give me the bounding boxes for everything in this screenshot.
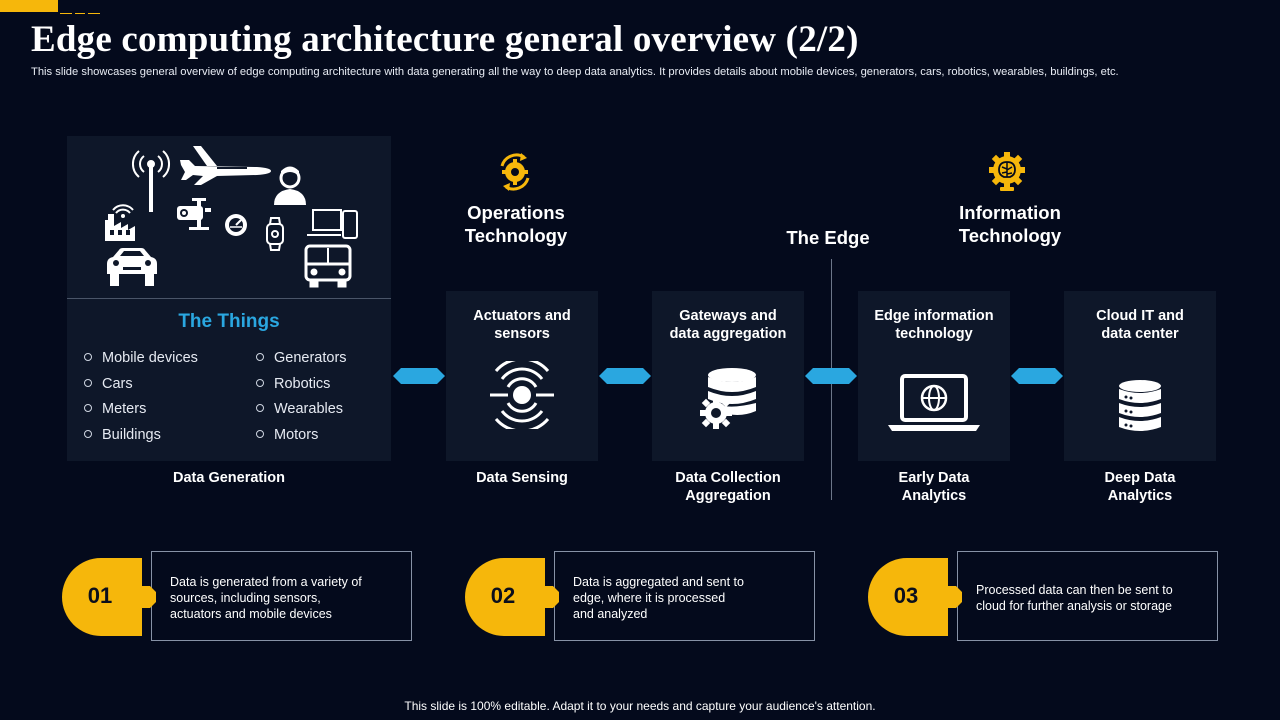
bullet-icon bbox=[256, 379, 264, 388]
list-item: Generators bbox=[256, 350, 347, 366]
stage-card-edge-it: Edge information technology bbox=[858, 291, 1010, 461]
top-accent-dash bbox=[88, 13, 100, 14]
laptop-phone-icon bbox=[307, 209, 358, 239]
note-badge-01 bbox=[62, 558, 156, 636]
list-item: Meters bbox=[84, 401, 146, 417]
note-badge-03 bbox=[868, 558, 962, 636]
bullet-icon bbox=[256, 353, 264, 362]
list-item: Wearables bbox=[256, 401, 343, 417]
things-title: The Things bbox=[178, 311, 280, 332]
database-gear-icon bbox=[700, 368, 756, 429]
connector-arrow bbox=[805, 368, 857, 384]
footer-text: This slide is 100% editable. Adapt it to… bbox=[404, 699, 876, 713]
gear-cycle-icon bbox=[500, 153, 530, 191]
laptop-globe-icon bbox=[888, 374, 980, 431]
stage-card-cloud: Cloud IT and data center bbox=[1064, 291, 1216, 461]
the-edge-heading: The Edge bbox=[786, 227, 870, 248]
note-text-01: Data is generated from a variety of sour… bbox=[170, 575, 362, 621]
note-number-02: 02 bbox=[490, 583, 516, 608]
note-badge-02 bbox=[465, 558, 559, 636]
stage-label-deep-analytics: Deep Data Analytics bbox=[1104, 470, 1176, 504]
note-text-03: Processed data can then be sent to cloud… bbox=[976, 583, 1173, 613]
information-technology-heading: Information Technology bbox=[958, 202, 1062, 246]
list-item: Robotics bbox=[256, 376, 330, 392]
sensor-icon bbox=[490, 361, 554, 429]
card-title: Edge information technology bbox=[874, 308, 994, 342]
connector-arrow bbox=[393, 368, 445, 384]
smartwatch-icon bbox=[266, 217, 284, 251]
list-item: Buildings bbox=[84, 427, 161, 443]
card-title: Cloud IT and data center bbox=[1096, 308, 1184, 342]
top-accent-dash bbox=[75, 13, 85, 14]
note-number-03: 03 bbox=[893, 583, 919, 608]
things-divider bbox=[67, 298, 391, 299]
stage-label-sensing: Data Sensing bbox=[476, 470, 568, 486]
list-item: Motors bbox=[256, 427, 318, 443]
note-text-02: Data is aggregated and sent to edge, whe… bbox=[573, 575, 744, 621]
stage-label-early-analytics: Early Data Analytics bbox=[898, 470, 970, 504]
page-title: Edge computing architecture general over… bbox=[31, 19, 859, 60]
bullet-icon bbox=[84, 379, 92, 388]
operations-technology-heading: Operations Technology bbox=[464, 202, 568, 246]
person-icon bbox=[274, 166, 306, 205]
stage-card-sensing: Actuators and sensors bbox=[446, 291, 598, 461]
bullet-icon bbox=[84, 430, 92, 439]
bullet-icon bbox=[256, 404, 264, 413]
server-icon bbox=[1119, 380, 1161, 431]
card-title: Gateways and data aggregation bbox=[669, 308, 787, 342]
card-title: Actuators and sensors bbox=[473, 308, 571, 342]
robot-icon bbox=[177, 198, 211, 230]
factory-wifi-icon bbox=[105, 204, 135, 241]
stage-card-aggregation: Gateways and data aggregation bbox=[652, 291, 804, 461]
brain-gear-icon bbox=[989, 152, 1025, 191]
connector-arrow bbox=[599, 368, 651, 384]
bus-icon bbox=[304, 244, 352, 288]
top-accent-bar bbox=[0, 0, 58, 12]
page-subtitle: This slide showcases general overview of… bbox=[31, 66, 1119, 78]
top-accent-dash bbox=[60, 13, 72, 14]
list-item: Cars bbox=[84, 376, 133, 392]
data-generation-label: Data Generation bbox=[173, 470, 285, 486]
list-item: Mobile devices bbox=[84, 350, 198, 366]
things-icons bbox=[105, 146, 358, 288]
airplane-icon bbox=[180, 146, 271, 185]
meter-icon bbox=[225, 214, 247, 236]
stage-label-aggregation: Data Collection Aggregation bbox=[675, 470, 781, 504]
bullet-icon bbox=[84, 353, 92, 362]
connector-arrow bbox=[1011, 368, 1063, 384]
bullet-icon bbox=[256, 430, 264, 439]
car-icon bbox=[107, 248, 157, 286]
note-number-01: 01 bbox=[87, 583, 113, 608]
bullet-icon bbox=[84, 404, 92, 413]
antenna-icon bbox=[132, 150, 170, 212]
